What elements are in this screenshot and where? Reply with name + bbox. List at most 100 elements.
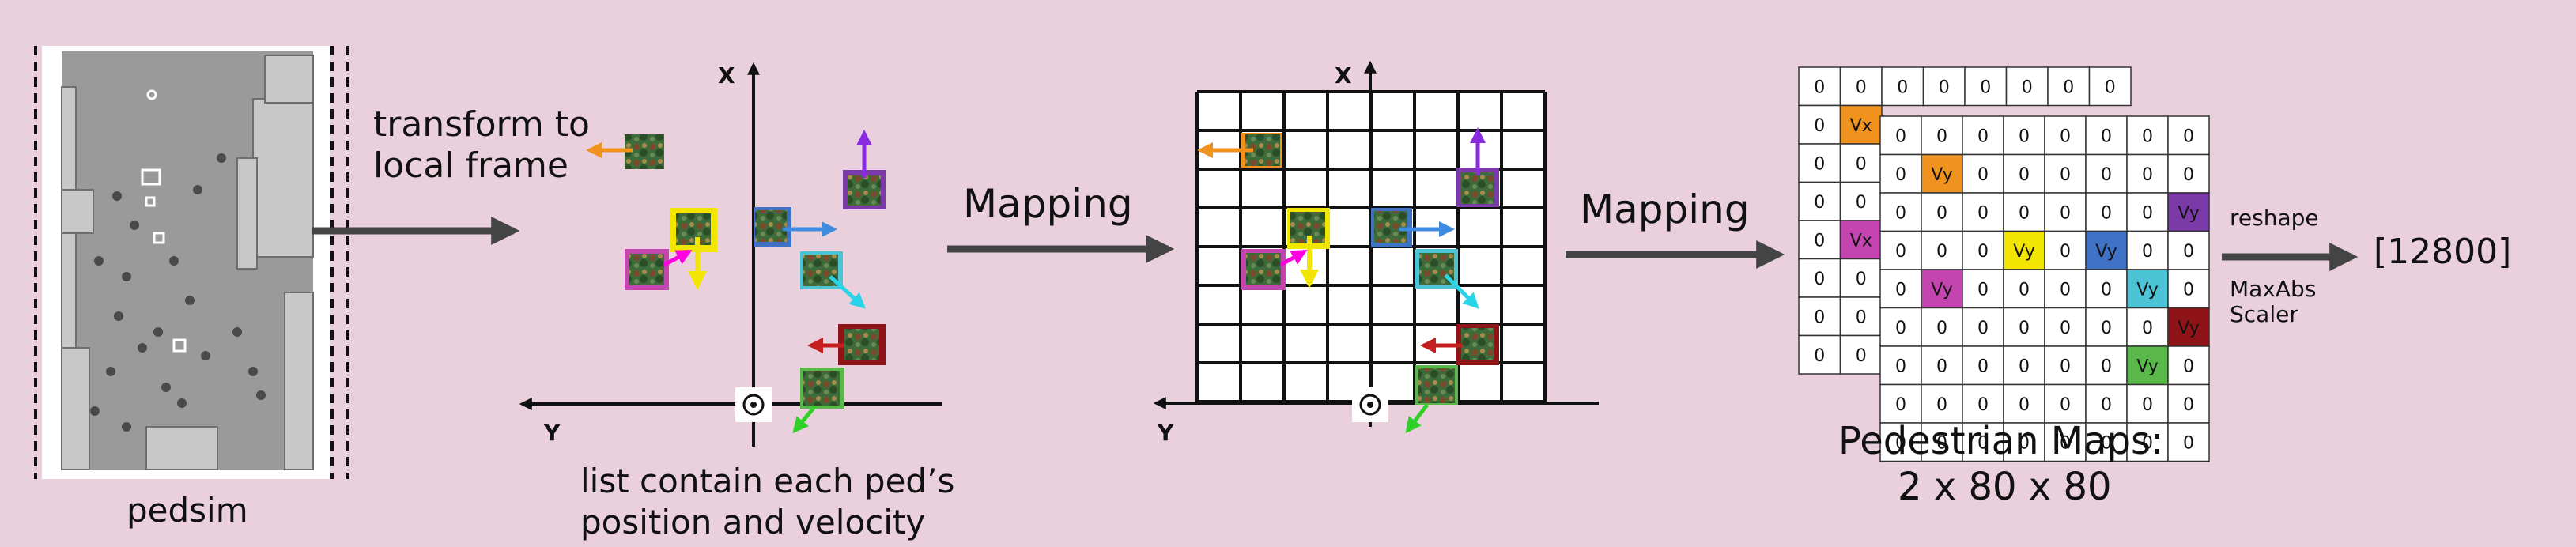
map-cell xyxy=(1839,220,1883,260)
map-zero-label: 0 xyxy=(1936,356,1947,376)
map-velocity-label: Vy xyxy=(2178,203,2199,223)
map-zero-label: 0 xyxy=(2022,77,2033,97)
map-cell xyxy=(1839,143,1883,183)
map-zero-label: 0 xyxy=(1814,346,1825,366)
map-velocity-label: Vx xyxy=(1850,116,1872,136)
map-zero-label: 0 xyxy=(2101,356,2112,376)
map-cell xyxy=(2085,307,2128,347)
map-zero-label: 0 xyxy=(2019,280,2030,300)
map-cell xyxy=(2167,192,2210,232)
map-cell xyxy=(2126,153,2169,194)
map-cell xyxy=(1921,307,1963,347)
map-cell xyxy=(1962,230,2004,270)
map-zero-label: 0 xyxy=(1814,270,1825,289)
map-zero-label: 0 xyxy=(1936,433,1947,453)
map-zero-label: 0 xyxy=(1936,126,1947,146)
map-velocity-label: Vy xyxy=(1931,280,1952,300)
map-zero-label: 0 xyxy=(1895,165,1906,185)
map-zero-label: 0 xyxy=(2019,126,2030,146)
maps-caption-1: Pedestrian Maps: xyxy=(1838,419,2164,463)
map-cell xyxy=(2085,230,2128,270)
ped-blue xyxy=(754,207,837,247)
map-cell xyxy=(2167,230,2210,270)
local-caption-2: position and velocity xyxy=(580,503,926,541)
grid-ped-dark-red xyxy=(1420,324,1499,365)
map-zero-label: 0 xyxy=(1856,270,1867,289)
map-zero-label: 0 xyxy=(1895,319,1906,338)
map-cell xyxy=(1879,269,1922,309)
map-zero-label: 0 xyxy=(2060,165,2071,185)
map-zero-label: 0 xyxy=(2060,395,2071,415)
map-zero-label: 0 xyxy=(1814,154,1825,174)
map-cell xyxy=(1879,383,1922,424)
grid-ped-green xyxy=(1405,365,1458,434)
reshape-label: reshape xyxy=(2230,205,2319,231)
map-cell xyxy=(1962,269,2004,309)
map-cell xyxy=(1964,66,2008,107)
map-zero-label: 0 xyxy=(1895,126,1906,146)
map-zero-label: 0 xyxy=(1936,319,1947,338)
map-cell xyxy=(2044,269,2087,309)
map-velocity-label: Vy xyxy=(2136,356,2158,376)
mapping-label-1: Mapping xyxy=(963,181,1133,227)
map-zero-label: 0 xyxy=(1814,77,1825,97)
local-frame-plot xyxy=(519,62,942,447)
map-zero-label: 0 xyxy=(2060,356,2071,376)
map-cell xyxy=(2003,422,2045,462)
map-zero-label: 0 xyxy=(1895,242,1906,262)
map-zero-label: 0 xyxy=(2142,395,2153,415)
map-zero-label: 0 xyxy=(2183,126,2194,146)
map-cell xyxy=(1798,220,1841,260)
map-zero-label: 0 xyxy=(2105,77,2116,97)
map-cell xyxy=(2167,345,2210,386)
map-velocity-label: Vy xyxy=(2178,319,2199,338)
pedsim-screenshot xyxy=(34,46,349,479)
map-zero-label: 0 xyxy=(1936,242,1947,262)
map-zero-label: 0 xyxy=(1856,193,1867,213)
map-zero-label: 0 xyxy=(1895,203,1906,223)
scaler-label-1: MaxAbs xyxy=(2230,276,2317,302)
map-zero-label: 0 xyxy=(2142,433,2153,453)
map-zero-label: 0 xyxy=(1856,77,1867,97)
map-zero-label: 0 xyxy=(1895,280,1906,300)
map-cell xyxy=(2003,345,2045,386)
map-zero-label: 0 xyxy=(2183,395,2194,415)
grid-ped-blue xyxy=(1371,208,1455,247)
map-zero-label: 0 xyxy=(2019,433,2030,453)
map-zero-label: 0 xyxy=(1895,356,1906,376)
map-zero-label: 0 xyxy=(2019,165,2030,185)
map-zero-label: 0 xyxy=(1814,193,1825,213)
grid-y-axis-label: Y xyxy=(1158,420,1174,446)
map-zero-label: 0 xyxy=(2142,165,2153,185)
map-velocity-label: Vy xyxy=(2095,242,2117,262)
map-zero-label: 0 xyxy=(1977,356,1989,376)
map-zero-label: 0 xyxy=(2101,433,2112,453)
map-zero-label: 0 xyxy=(2142,203,2153,223)
map-zero-label: 0 xyxy=(1895,395,1906,415)
grid-ped-cyan xyxy=(1415,249,1479,309)
map-cell xyxy=(2085,192,2128,232)
map-zero-label: 0 xyxy=(1977,126,1989,146)
grid-ped-orange xyxy=(1197,133,1282,168)
map-zero-label: 0 xyxy=(1936,203,1947,223)
map-cell xyxy=(1881,66,1924,107)
map-zero-label: 0 xyxy=(2101,319,2112,338)
map-cell xyxy=(2003,307,2045,347)
grid-ped-yellow xyxy=(1287,208,1330,289)
map-cell xyxy=(2126,422,2169,462)
map-cell xyxy=(2088,66,2132,107)
map-cell xyxy=(1879,307,1922,347)
map-zero-label: 0 xyxy=(2060,242,2071,262)
map-zero-label: 0 xyxy=(1977,433,1989,453)
map-zero-label: 0 xyxy=(2183,242,2194,262)
map-zero-label: 0 xyxy=(2183,280,2194,300)
ped-cyan xyxy=(800,251,866,309)
map-cell xyxy=(1839,104,1883,145)
map-zero-label: 0 xyxy=(1977,395,1989,415)
map-zero-label: 0 xyxy=(1814,231,1825,251)
map-cell xyxy=(1879,115,1922,156)
local-caption-1: list contain each ped’s xyxy=(580,462,955,500)
map-zero-label: 0 xyxy=(2142,319,2153,338)
ped-yellow xyxy=(670,208,717,290)
